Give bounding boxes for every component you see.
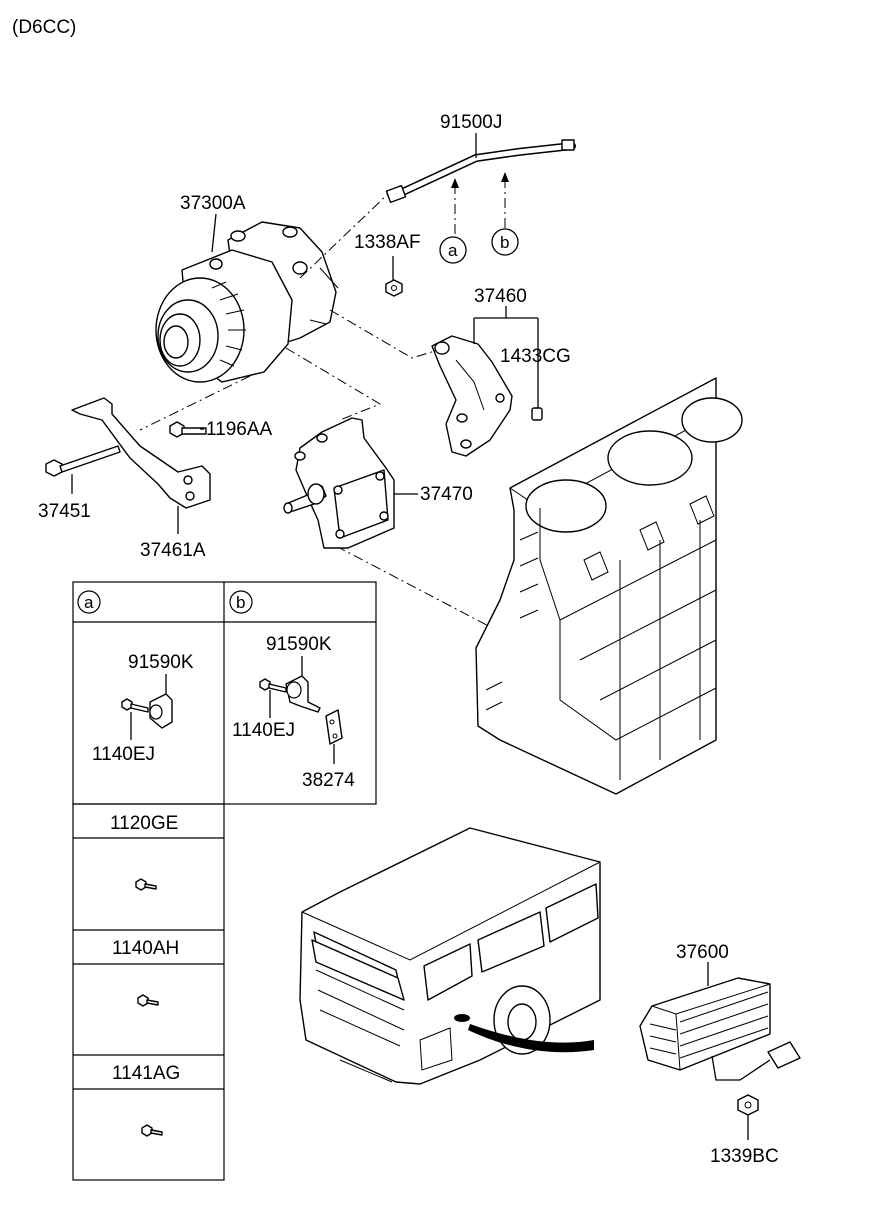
label-1338af: 1338AF — [354, 232, 421, 253]
svg-text:a: a — [448, 241, 458, 260]
label-1140ah: 1140AH — [112, 938, 179, 959]
bolt-b-1140ej[interactable] — [259, 678, 287, 693]
clip-b-91590k[interactable] — [285, 675, 321, 713]
detail-table: a b 91590K 1140EJ 91590K 114 — [72, 581, 377, 805]
label-b-91590k: 91590K — [266, 634, 332, 655]
label-37600: 37600 — [676, 942, 729, 963]
bolt-1120ge[interactable] — [135, 878, 157, 891]
engine-code-label: (D6CC) — [12, 17, 76, 38]
location-pointer — [468, 1024, 594, 1053]
svg-text:b: b — [236, 593, 245, 612]
dash-alt-carrier — [285, 347, 382, 421]
nut-1338af[interactable] — [385, 279, 403, 297]
ref-marker-a[interactable]: a — [439, 236, 467, 264]
label-1120ge: 1120GE — [110, 813, 178, 834]
bolt-a-1140ej[interactable] — [121, 698, 149, 713]
label-37460: 37460 — [474, 286, 527, 307]
ref-marker-b[interactable]: b — [491, 228, 519, 256]
label-37461a: 37461A — [140, 540, 206, 561]
bus-illustration — [299, 827, 601, 1085]
svg-text:b: b — [500, 233, 509, 252]
svg-text:a: a — [84, 593, 94, 612]
nut-1339bc[interactable] — [737, 1094, 759, 1116]
label-a-1140ej: 1140EJ — [92, 744, 155, 765]
dash-alt-lowbracket — [139, 375, 251, 431]
label-b-38274: 38274 — [302, 770, 355, 791]
dash-alt-cable — [299, 193, 389, 279]
arrow-b-head — [501, 172, 509, 182]
regulator-37600[interactable] — [639, 977, 801, 1081]
bolt-37451[interactable] — [45, 445, 121, 477]
label-a-91590k: 91590K — [128, 652, 194, 673]
label-37451: 37451 — [38, 501, 91, 522]
alternator-37300a[interactable] — [155, 221, 339, 383]
label-91500j: 91500J — [440, 112, 502, 133]
arrow-a-head — [451, 178, 459, 188]
label-1433cg: 1433CG — [500, 346, 571, 367]
dash-alt-bracket — [329, 309, 439, 359]
dash-carrier-block — [335, 545, 501, 633]
label-1339bc: 1339BC — [710, 1146, 779, 1167]
label-37470: 37470 — [420, 484, 473, 505]
table-marker-a: a — [77, 590, 101, 614]
label-1141ag: 1141AG — [112, 1063, 180, 1084]
bolt-1141ag[interactable] — [141, 1124, 163, 1137]
leader-37300a — [211, 213, 217, 253]
bracket-37460[interactable] — [431, 335, 513, 457]
bolt-1140ah[interactable] — [137, 994, 159, 1007]
bracket-37461a[interactable] — [71, 397, 211, 509]
cable-91500j[interactable] — [385, 139, 576, 204]
plate-b-38274[interactable] — [325, 709, 343, 745]
bolt-1433cg[interactable] — [531, 407, 543, 421]
bolt-table: 1120GE 1140AH 1141AG — [72, 803, 225, 1181]
label-b-1140ej: 1140EJ — [232, 720, 295, 741]
bolt-1196aa[interactable] — [169, 421, 207, 438]
table-marker-b: b — [229, 590, 253, 614]
label-37300a: 37300A — [180, 193, 246, 214]
label-1196aa: 1196AA — [206, 419, 273, 440]
carrier-37470[interactable] — [283, 417, 395, 549]
engine-block — [475, 377, 743, 795]
clip-a-91590k[interactable] — [149, 693, 173, 729]
